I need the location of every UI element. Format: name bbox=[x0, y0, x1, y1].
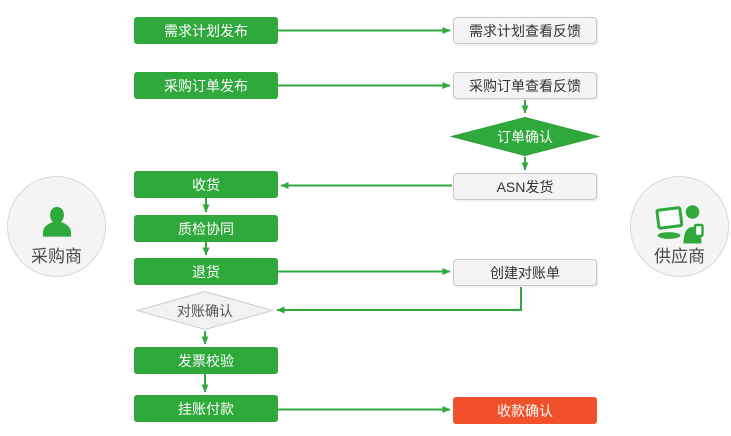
node-po-feedback: 采购订单查看反馈 bbox=[453, 72, 597, 99]
order-confirm-label: 订单确认 bbox=[497, 128, 553, 145]
node-receipt-confirm: 收款确认 bbox=[453, 397, 597, 424]
node-order-confirm: 订单确认 bbox=[450, 116, 600, 157]
person-icon bbox=[42, 206, 71, 237]
statement-confirm-label: 对账确认 bbox=[177, 302, 233, 319]
node-create-statement: 创建对账单 bbox=[453, 259, 597, 286]
node-receive: 收货 bbox=[134, 171, 278, 198]
node-book-payment: 挂账付款 bbox=[134, 395, 278, 422]
node-demand-plan-feedback: 需求计划查看反馈 bbox=[453, 17, 597, 44]
node-return-goods: 退货 bbox=[134, 258, 278, 285]
node-demand-plan-publish: 需求计划发布 bbox=[134, 17, 278, 44]
node-statement-confirm: 对账确认 bbox=[136, 290, 274, 331]
actor-buyer-label: 采购商 bbox=[31, 246, 82, 266]
node-quality-sync: 质检协同 bbox=[134, 215, 278, 242]
actor-supplier-label: 供应商 bbox=[654, 246, 705, 266]
node-asn-ship: ASN发货 bbox=[453, 173, 597, 200]
actor-supplier: 供应商 bbox=[630, 176, 729, 277]
node-po-publish: 采购订单发布 bbox=[134, 72, 278, 99]
node-invoice-check: 发票校验 bbox=[134, 347, 278, 374]
actor-buyer: 采购商 bbox=[7, 176, 106, 277]
person-with-laptop-icon bbox=[655, 204, 704, 244]
edge-statement-to-confirm bbox=[276, 287, 522, 314]
